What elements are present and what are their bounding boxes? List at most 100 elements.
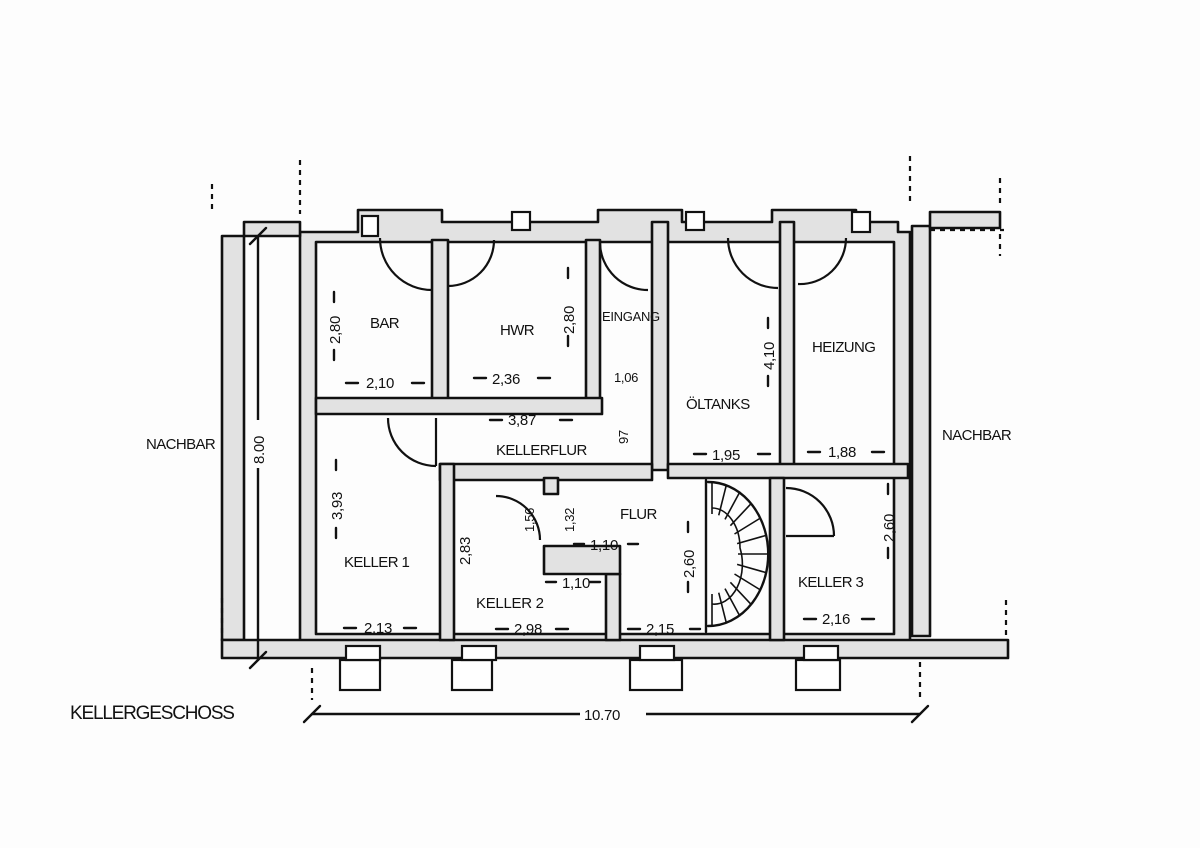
- dim-bar-w: 2,10: [366, 375, 394, 392]
- door-keller3: [785, 486, 836, 537]
- overall-width-label: 10.70: [584, 707, 620, 724]
- outer-wall: [298, 208, 912, 648]
- dim-tick: [302, 704, 322, 724]
- dim-keller3-w: 2,16: [822, 611, 850, 628]
- window-top: [684, 210, 706, 232]
- room-label-eingang: EINGANG: [602, 309, 660, 324]
- dim-kellerflur-h: 97: [616, 430, 631, 444]
- door-oeltanks: [726, 237, 779, 290]
- window: [450, 658, 494, 692]
- dim-keller1-w: 2,13: [364, 620, 392, 637]
- room-label-hwr: HWR: [500, 322, 535, 339]
- stair-tread: [736, 534, 767, 545]
- stair-tread: [717, 592, 728, 624]
- staircase: [704, 478, 770, 634]
- plan-title: KELLERGESCHOSS: [70, 703, 234, 724]
- dim-tick: [248, 226, 268, 246]
- window: [338, 658, 382, 692]
- room-label-flur: FLUR: [620, 506, 658, 523]
- dim-keller3-h: 2,60: [881, 514, 898, 542]
- window-top: [360, 214, 380, 238]
- party-wall-left-top: [242, 220, 302, 238]
- window-top: [510, 210, 532, 232]
- wall-oeltanks-heizung: [778, 220, 796, 472]
- window: [794, 658, 842, 692]
- dim-heizung-w: 1,88: [828, 444, 856, 461]
- room-label-bar: BAR: [370, 315, 400, 332]
- stair-tread: [717, 484, 728, 516]
- dim-hwr-w: 2,36: [492, 371, 520, 388]
- wall-keller2-flur: [604, 572, 622, 642]
- room-labels: BAR HWR EINGANG ÖLTANKS HEIZUNG KELLERFL…: [70, 309, 1013, 724]
- dim-keller2-h: 2,83: [457, 537, 474, 565]
- wall-keller1-keller2: [438, 462, 456, 642]
- stair-tread: [724, 491, 741, 520]
- door-keller2: [495, 494, 542, 541]
- dim-bar-h: 2,80: [327, 316, 344, 344]
- wall-bar-hwr: [430, 238, 450, 404]
- dim-stair-h: 2,60: [681, 550, 698, 578]
- door-keller1: [386, 417, 437, 468]
- wall-stub-b: [542, 544, 622, 576]
- dimension-dashes: [332, 266, 890, 631]
- room-label-keller3: KELLER 3: [798, 574, 863, 591]
- dim-door-h1: 1,56: [522, 508, 537, 532]
- stair-tread: [736, 563, 767, 574]
- window-sill: [344, 644, 382, 662]
- neighbor-label-right: NACHBAR: [942, 427, 1012, 444]
- window-sill: [460, 644, 498, 662]
- window-sill: [638, 644, 676, 662]
- doors: [378, 237, 848, 541]
- wall-stub-a: [542, 476, 560, 496]
- dim-flur-w2: 1,10: [562, 575, 590, 592]
- window: [628, 658, 684, 692]
- party-wall-left: [220, 234, 246, 642]
- windows: [338, 210, 872, 692]
- door-eingang: [598, 243, 649, 292]
- dim-keller1-h: 3,93: [329, 492, 346, 520]
- room-label-kellerflur: KELLERFLUR: [496, 442, 587, 459]
- bottom-wall: [220, 638, 1010, 660]
- overall-dimensions: [248, 226, 930, 724]
- party-wall-right-top: [928, 210, 1002, 230]
- window-top: [850, 210, 872, 234]
- dim-keller2-w: 2,98: [514, 621, 542, 638]
- room-label-keller2: KELLER 2: [476, 595, 544, 612]
- dim-stair-w: 2,15: [646, 621, 674, 638]
- room-label-oeltanks: ÖLTANKS: [686, 395, 750, 413]
- wall-eingang-oeltanks: [650, 220, 670, 472]
- room-label-heizung: HEIZUNG: [812, 339, 875, 356]
- overall-height-label: 8.00: [251, 436, 268, 464]
- door-bar: [378, 237, 433, 292]
- room-label-keller1: KELLER 1: [344, 554, 409, 571]
- interior-walls: [314, 220, 910, 642]
- door-hwr: [447, 239, 496, 288]
- dim-tick: [248, 650, 268, 670]
- wall-hwr-eingang: [584, 238, 602, 404]
- stair-tread: [729, 502, 753, 527]
- extension-lines: [210, 156, 1008, 700]
- dim-kellerflur-w: 3,87: [508, 412, 536, 429]
- dim-label-bg: [580, 704, 646, 724]
- wall-tanks-bottom: [666, 462, 910, 480]
- door-heizung: [797, 237, 848, 286]
- stair-outer: [706, 480, 770, 628]
- dim-eingang-w: 1,06: [614, 370, 638, 385]
- party-wall-right: [910, 224, 932, 638]
- stair-tread: [734, 517, 761, 535]
- stair-tread: [724, 588, 741, 617]
- stair-treads: [711, 482, 768, 626]
- dim-label-bg: [248, 420, 268, 468]
- dim-door-h2: 1,32: [562, 508, 577, 532]
- dimension-labels: 10.70 8.00 2,80 2,10 2,80 2,36 1,06 4,10…: [251, 306, 898, 724]
- dim-tick: [910, 704, 930, 724]
- dim-oeltanks-w: 1,95: [712, 447, 740, 464]
- stair-tread: [734, 573, 761, 591]
- dim-flur-w: 1,10: [590, 537, 618, 554]
- wall-stair-keller3: [768, 476, 786, 642]
- dim-oeltanks-h: 4,10: [761, 342, 778, 370]
- window-sill: [802, 644, 840, 662]
- stair-tread: [729, 581, 753, 606]
